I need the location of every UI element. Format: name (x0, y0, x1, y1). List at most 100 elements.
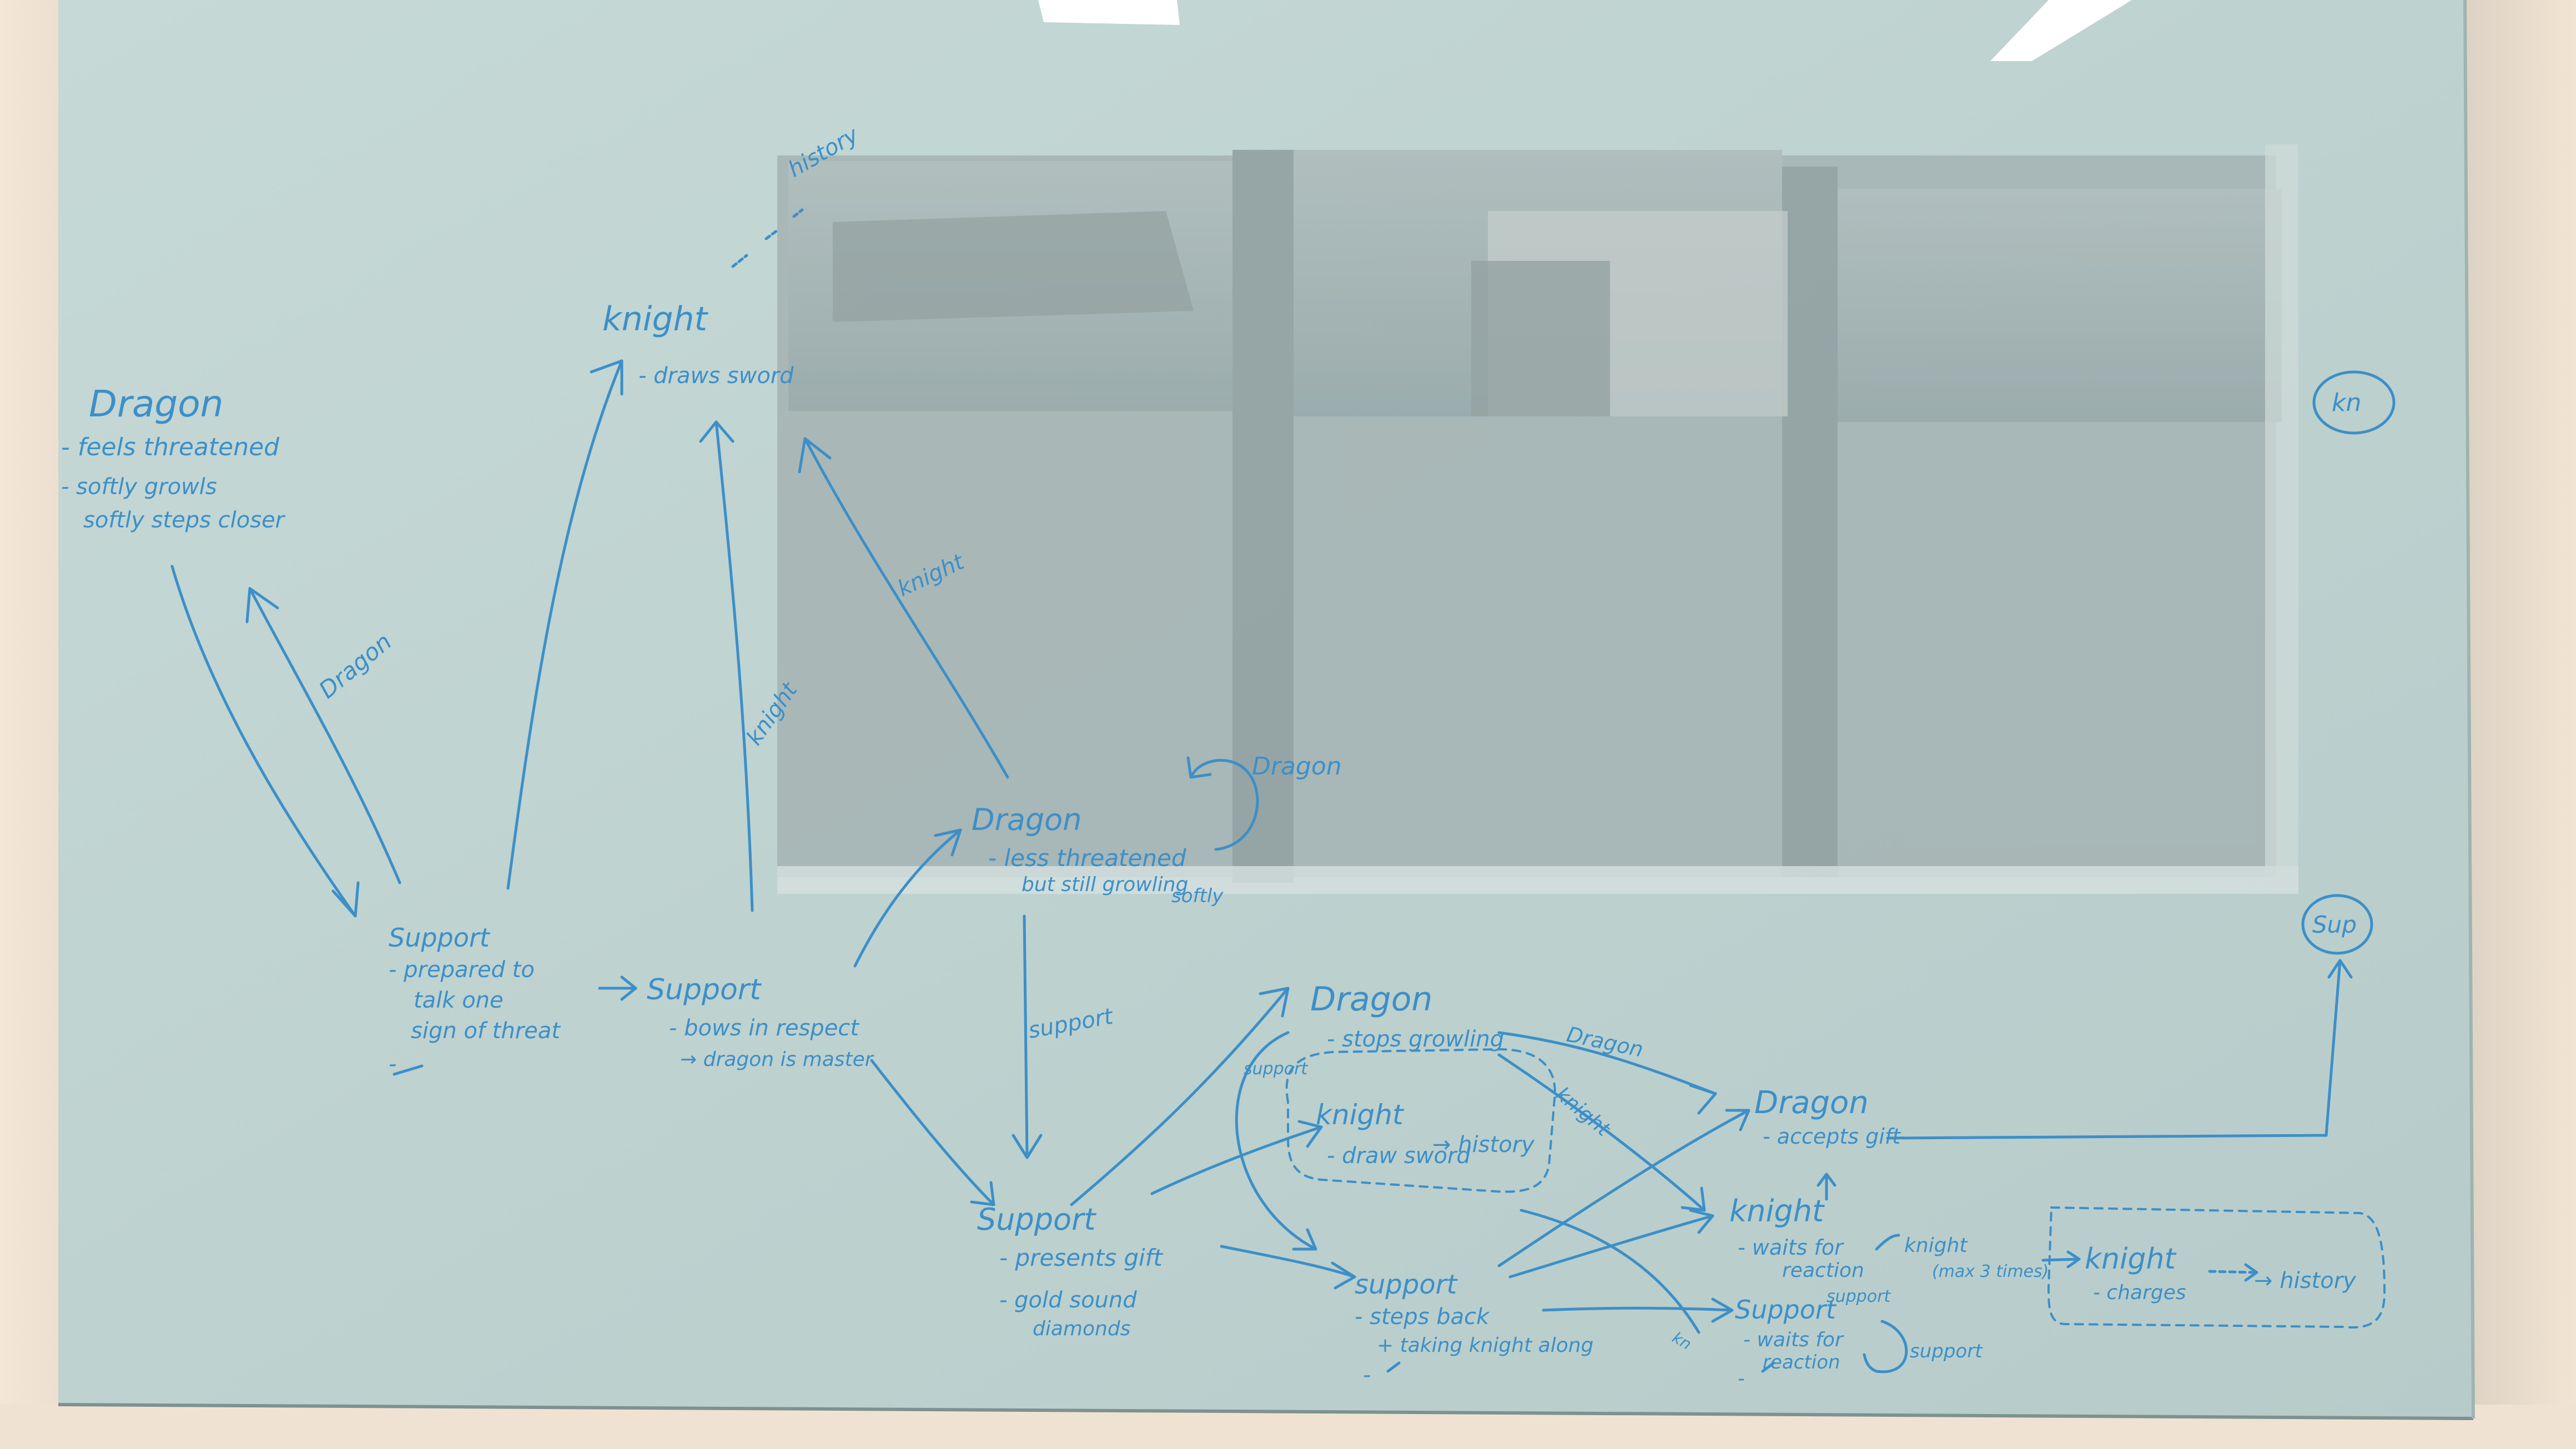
arrowhead (1711, 1297, 1734, 1323)
arrowhead (620, 975, 637, 1001)
ceiling-light-left (1038, 0, 1180, 25)
knight1-line1: - draws sword (638, 363, 794, 389)
circle-kn (2312, 370, 2396, 435)
edge-dragon2-to-support3 (1023, 914, 1029, 1156)
wall-left (0, 0, 61, 1449)
dragon3-line1: - stops growling (1327, 1027, 1504, 1052)
dragon4-line1: - accepts gift (1763, 1124, 1901, 1149)
circle-sup-label: Sup (2312, 911, 2357, 938)
arrowhead (590, 359, 623, 396)
edge-dragon2-to-knight1 (803, 437, 1009, 779)
knight2-line1: - draw sword (1327, 1143, 1471, 1169)
edge-support3-to-knight2 (1150, 1125, 1323, 1195)
edge-support1-to-dragon1 (248, 587, 401, 884)
loop-support5 (1863, 1320, 1908, 1373)
arrowhead (1292, 1228, 1317, 1251)
loop-dragon-label: Dragon (1252, 752, 1342, 781)
knight3-line2: reaction (1782, 1259, 1864, 1282)
knight1-title: knight (602, 300, 709, 339)
history-mid: → history (1432, 1132, 1535, 1158)
dragon1-line2: - softly growls (61, 474, 217, 500)
knight4-line1: - charges (2093, 1281, 2186, 1304)
window-reflection (777, 144, 2298, 894)
dragon1-line1: - feels threatened (61, 433, 280, 461)
dragon2-line2: but still growling (1022, 873, 1188, 896)
ceiling-light-right (1990, 0, 2132, 61)
arrowhead (970, 1181, 995, 1206)
support4-line3: - (1363, 1362, 1371, 1388)
loop-support-label: support (1910, 1340, 1983, 1362)
edge-support4-to-support5 (1542, 1306, 1734, 1312)
support3-line2: - gold sound (999, 1287, 1137, 1313)
support3-line3: diamonds (1033, 1317, 1130, 1340)
edge-support2-to-support3 (870, 1059, 995, 1206)
edge-dragon4-to-sup (1886, 959, 2342, 1140)
edge-knight-max-label: knight (1904, 1234, 1968, 1257)
dragon3-title: Dragon (1310, 980, 1432, 1019)
arrowhead (699, 420, 734, 443)
history-end: → history (2254, 1268, 2357, 1294)
support2-title: Support (647, 973, 762, 1007)
dashed-group-knight-history (1285, 1048, 1556, 1193)
circle-kn-label: kn (2332, 389, 2361, 417)
edge-dragon3-to-dragon4 (1497, 1031, 1717, 1095)
edge-support2-to-knight1 (715, 420, 754, 912)
support4-title: support (1355, 1269, 1458, 1300)
arrowhead (1689, 1209, 1714, 1234)
arrowhead (1817, 1173, 1837, 1187)
arrowhead (798, 437, 832, 474)
dashed-group-knight-charges (2047, 1206, 2386, 1329)
dragon2-line1: - less threatened (988, 844, 1186, 872)
knight3-line1: - waits for (1738, 1235, 1844, 1260)
edge-support2-to-dragon2 (853, 828, 962, 968)
edge-support3-to-support4 (1220, 1245, 1356, 1279)
support1-line2: talk one (414, 988, 504, 1013)
support4-line1: - steps back (1355, 1304, 1490, 1330)
edge-dragon3-to-knight3 (1497, 1053, 1706, 1212)
arrowhead (1725, 1109, 1750, 1131)
edge-support-arc-label: support (1244, 1059, 1308, 1079)
support2-line1: - bows in respect (669, 1015, 859, 1041)
arrowhead (245, 587, 279, 623)
edge-max-times-label: (max 3 times) (1932, 1262, 2049, 1281)
edge-arc-support (1235, 1031, 1317, 1251)
edge-top-to-history (731, 208, 804, 268)
support5-line1: - waits for (1743, 1329, 1844, 1351)
arrowhead (1012, 1134, 1043, 1159)
arrowhead (1331, 1261, 1356, 1290)
edge-support4-to-dragon4 (1497, 1109, 1750, 1267)
loop-dragon2 (1189, 759, 1259, 851)
edge-support1-to-knight1 (506, 359, 623, 890)
support1-line4: - (389, 1051, 396, 1077)
support5-line2: reaction (1763, 1351, 1840, 1373)
edge-support-small-label: support (1827, 1287, 1891, 1306)
support2-line2: → dragon is master (680, 1048, 874, 1071)
support1-line3: sign of threat (411, 1018, 561, 1044)
dragon1-title: Dragon (89, 383, 224, 425)
dragon2-title: Dragon (972, 802, 1081, 837)
knight3-title: knight (1729, 1194, 1825, 1229)
edge-dragon1-to-support1 (170, 565, 357, 918)
arrowhead (1689, 1084, 1717, 1115)
arrowhead (331, 881, 360, 918)
arrowhead (1259, 987, 1290, 1018)
edge-knight4-to-history (2208, 1270, 2256, 1274)
arrowhead (1297, 1120, 1323, 1148)
arrowhead (1681, 1186, 1706, 1212)
circle-sup (2301, 894, 2373, 955)
tick-small (393, 1064, 1775, 1373)
support3-title: Support (977, 1202, 1096, 1237)
edge-knight3-to-knight-max (1875, 1234, 1900, 1251)
arrowhead (934, 828, 962, 857)
dragon1-line3: softly steps closer (83, 507, 286, 533)
edge-support5-to-knight3 (1520, 1209, 1700, 1334)
dragon2-line3: softly (1171, 885, 1224, 907)
wall-right (2465, 0, 2576, 1449)
dragon4-title: Dragon (1754, 1085, 1869, 1121)
support1-line1: - prepared to (389, 957, 535, 983)
support5-line3: - (1738, 1367, 1745, 1390)
edge-support4-to-knight3 (1508, 1214, 1714, 1279)
support5-title: Support (1735, 1295, 1837, 1325)
support3-line1: - presents gift (999, 1244, 1163, 1271)
arrowhead (2244, 1263, 2258, 1282)
